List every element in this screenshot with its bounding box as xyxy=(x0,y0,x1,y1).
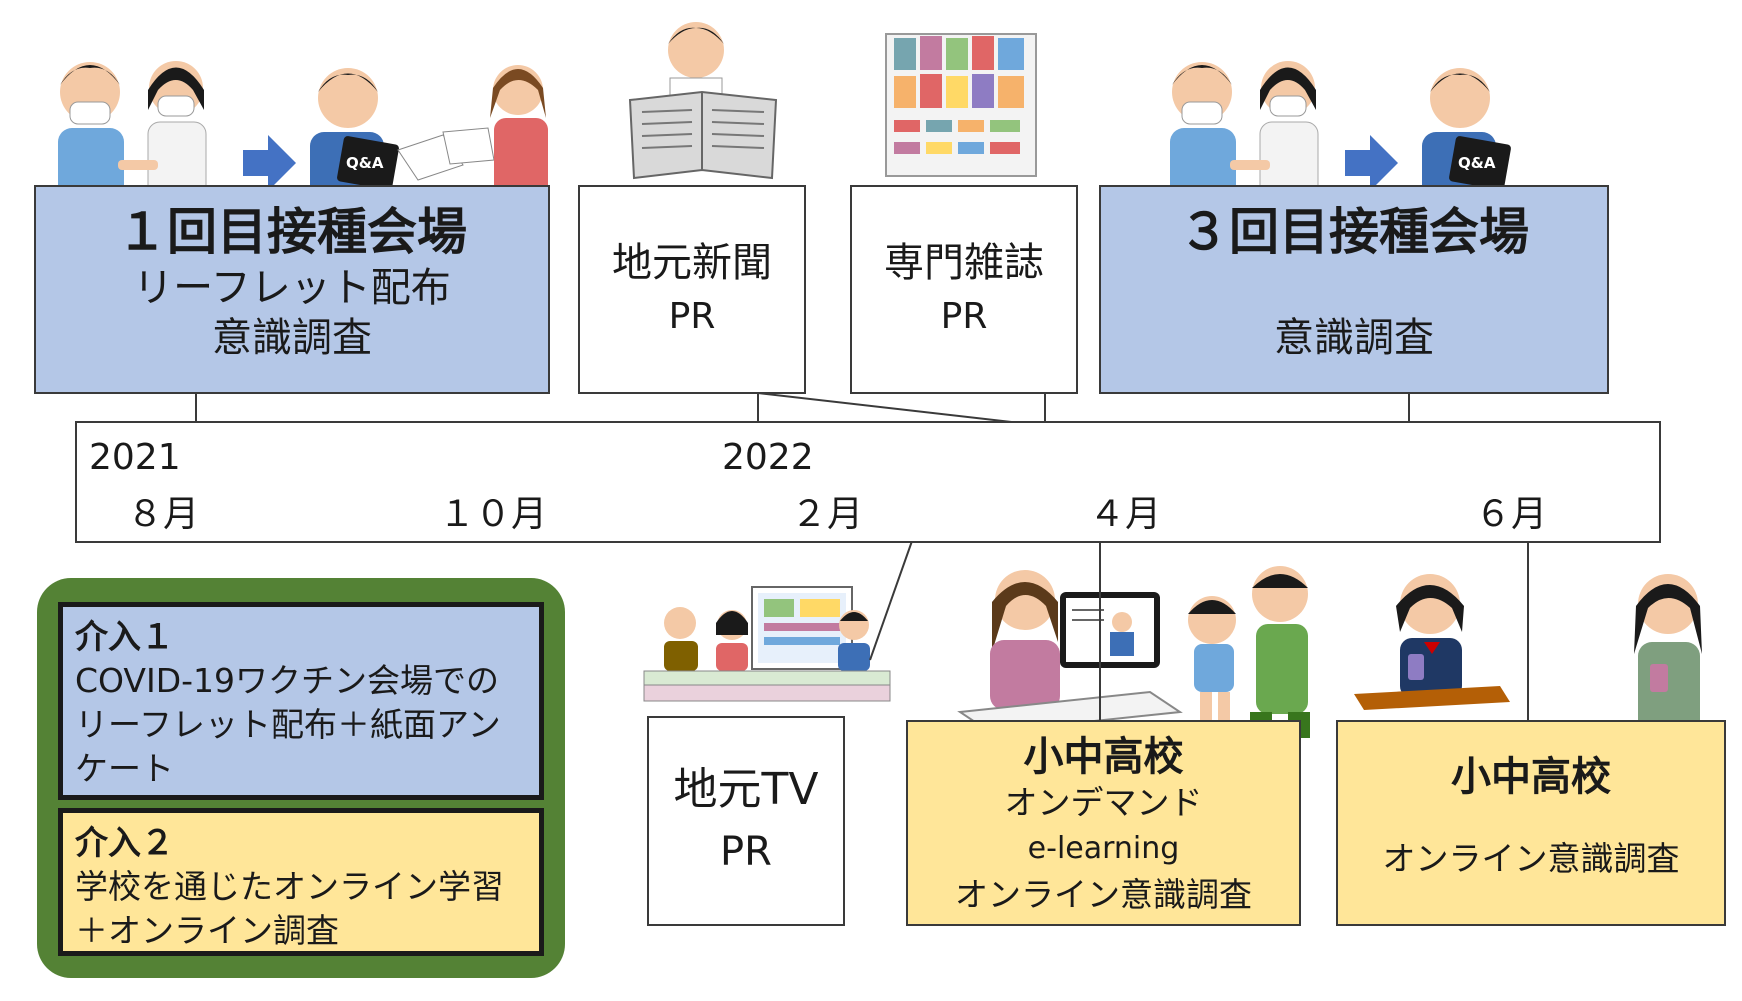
legend-intervention-1-title: 介入１ xyxy=(75,615,527,659)
year-2021-label: 2021 xyxy=(89,437,181,478)
school2-online-survey-text: オンライン意識調査 xyxy=(1383,836,1680,882)
month-apr-label: ４月 xyxy=(1089,485,1161,537)
month-jun-label: ６月 xyxy=(1475,485,1547,537)
legend-intervention-2-title: 介入２ xyxy=(75,821,527,865)
dose3-survey-text: 意識調査 xyxy=(1274,313,1434,363)
legend-intervention-1-text: COVID-19ワクチン会場でのリーフレット配布＋紙面アンケート xyxy=(75,661,501,788)
newspaper-label: 地元新聞 xyxy=(612,236,772,290)
dose3-venue-box: ３回目接種会場 意識調査 xyxy=(1099,185,1609,394)
local-tv-box: 地元TV PR xyxy=(647,716,845,926)
magazine-pr-label: PR xyxy=(941,290,988,344)
dose1-survey-text: 意識調査 xyxy=(212,313,372,363)
magazine-box: 専門雑誌 PR xyxy=(850,185,1078,394)
school-survey-box: 小中高校 オンライン意識調査 xyxy=(1336,720,1726,926)
local-tv-pr-label: PR xyxy=(720,821,772,883)
school-elearning-box: 小中高校 オンデマンド e-learning オンライン意識調査 xyxy=(906,720,1301,926)
school-survey-title: 小中高校 xyxy=(1451,754,1611,800)
local-tv-label: 地元TV xyxy=(674,759,819,821)
school-elearning-title: 小中高校 xyxy=(1024,734,1184,780)
dose1-venue-box: １回目接種会場 リーフレット配布 意識調査 xyxy=(34,185,550,394)
month-aug-label: ８月 xyxy=(127,485,199,537)
legend-intervention-2: 介入２ 学校を通じたオンライン学習＋オンライン調査 xyxy=(58,808,544,956)
magazine-label: 専門雑誌 xyxy=(884,236,1044,290)
newspaper-box: 地元新聞 PR xyxy=(578,185,806,394)
year-2022-label: 2022 xyxy=(722,437,814,478)
month-oct-label: １０月 xyxy=(439,485,547,537)
legend-intervention-2-text: 学校を通じたオンライン学習＋オンライン調査 xyxy=(75,867,504,950)
intervention-legend: 介入１ COVID-19ワクチン会場でのリーフレット配布＋紙面アンケート 介入２… xyxy=(37,578,565,978)
newspaper-pr-label: PR xyxy=(669,290,716,344)
dose1-leaflet-text: リーフレット配布 xyxy=(133,263,451,313)
dose1-venue-title: １回目接種会場 xyxy=(117,205,467,259)
school-ondemand-text: オンデマンド xyxy=(1005,780,1203,826)
dose3-venue-title: ３回目接種会場 xyxy=(1179,205,1529,259)
month-feb-label: ２月 xyxy=(791,485,863,537)
timeline-bar: 2021 2022 ８月 １０月 ２月 ４月 ６月 xyxy=(75,421,1661,543)
school-elearning-text: e-learning xyxy=(1028,826,1180,872)
school-online-survey-text: オンライン意識調査 xyxy=(955,872,1252,918)
legend-intervention-1: 介入１ COVID-19ワクチン会場でのリーフレット配布＋紙面アンケート xyxy=(58,602,544,800)
